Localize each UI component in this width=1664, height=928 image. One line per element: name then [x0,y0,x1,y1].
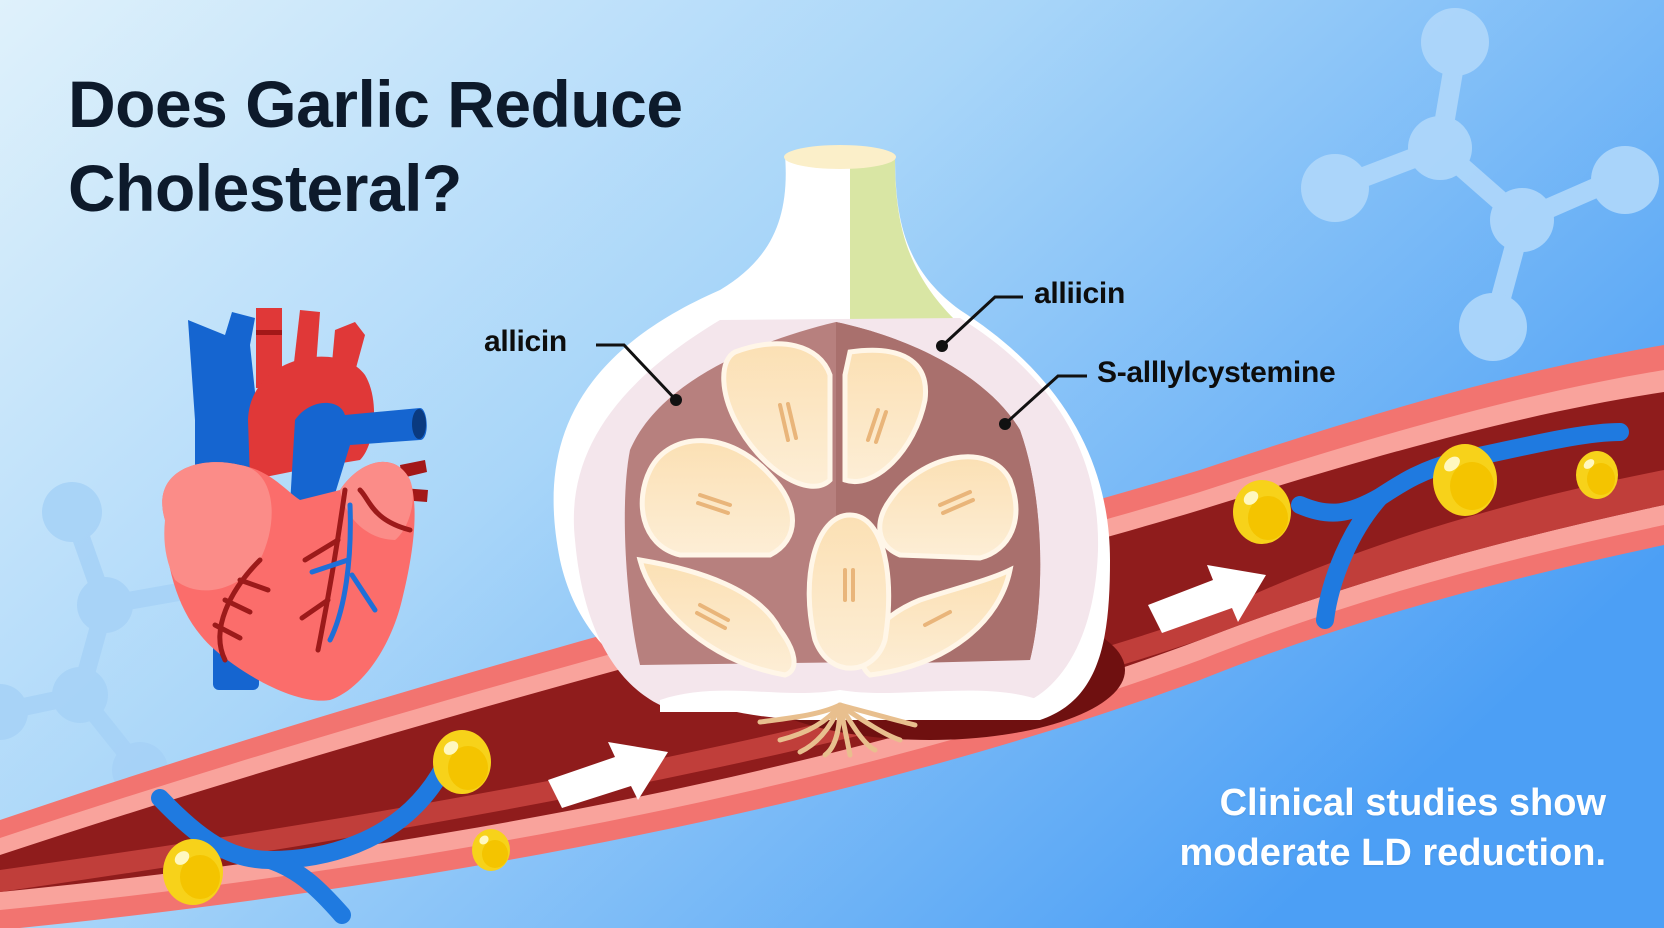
cholesterol-particle-icon [1433,444,1497,516]
cholesterol-particle-icon [472,829,510,871]
garlic-bulb-icon [553,145,1125,758]
cholesterol-particle-icon [1576,451,1618,499]
title-line-2: Cholesteral? [68,151,462,225]
molecule-icon [1301,8,1659,361]
page-title: Does Garlic Reduce Cholesteral? [68,62,683,230]
leader-dots [670,340,1011,430]
cholesterol-particle-icon [1233,480,1291,544]
cholesterol-particle-icon [163,839,223,905]
leader-lines [596,295,1087,426]
label-s-allylcysteine: S-alllylcystemine [1097,356,1336,389]
label-allicin-right: alliicin [1034,277,1125,310]
heart-icon [162,308,428,701]
title-line-1: Does Garlic Reduce [68,67,683,141]
caption-line-2: moderate LD reduction. [1179,832,1607,874]
molecule-icon [0,482,192,798]
blue-strand [151,423,1629,924]
arrow-right-icon [1148,565,1266,633]
arrow-right-icon [548,742,668,808]
cholesterol-particle-icon [433,730,491,794]
cholesterol-particles [163,444,1618,905]
label-allicin-left: allicin [484,325,567,358]
caption-line-1: Clinical studies show [1219,782,1606,824]
caption-text: Clinical studies show moderate LD reduct… [1180,778,1607,878]
